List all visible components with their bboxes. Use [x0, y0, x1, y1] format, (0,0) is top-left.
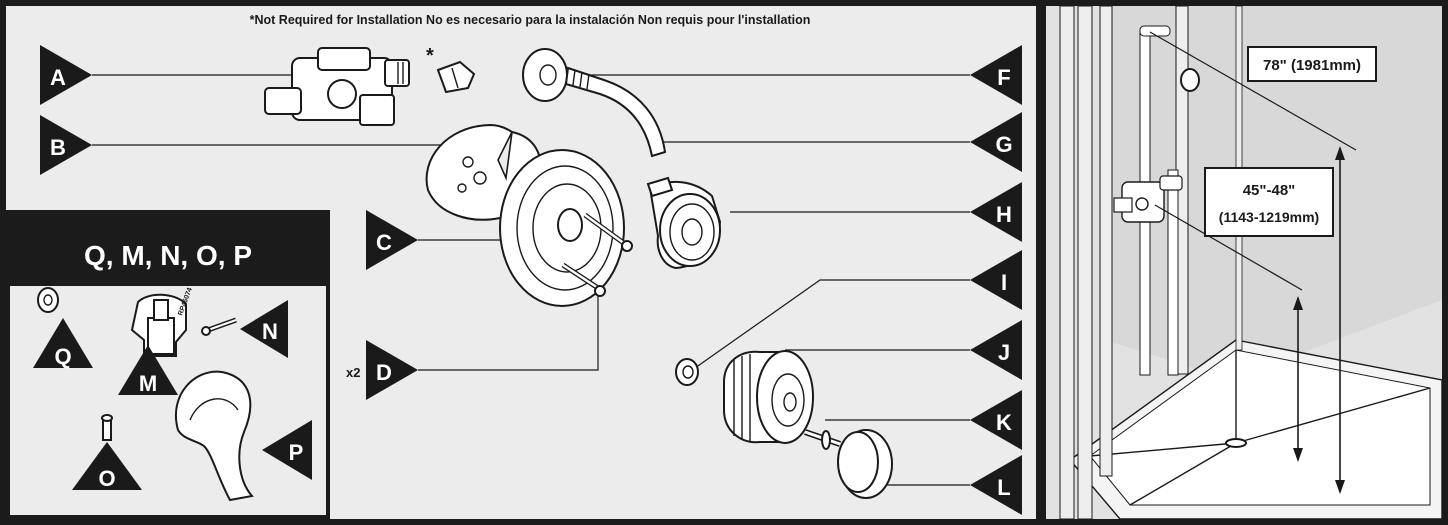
svg-text:78" (1981mm): 78" (1981mm) — [1263, 57, 1361, 74]
leader-lines — [92, 74, 970, 486]
svg-text:(1143-1219mm): (1143-1219mm) — [1219, 209, 1319, 225]
callout-m: M — [118, 345, 178, 396]
shower-arm-part — [564, 66, 667, 158]
handle-cap-part — [837, 429, 893, 499]
quantity-multiplier: x2 — [346, 365, 360, 380]
svg-text:B: B — [50, 135, 66, 160]
valve-body-part — [264, 47, 410, 126]
svg-text:J: J — [998, 340, 1010, 365]
handle-sleeve-part — [723, 350, 814, 444]
callout-p: P — [262, 420, 312, 480]
svg-text:H: H — [996, 202, 1012, 227]
svg-text:O: O — [98, 466, 115, 491]
lever-handle-part — [175, 370, 254, 502]
valve-height-label: 45"-48" (1143-1219mm) — [1204, 167, 1334, 237]
handle-set-screw-part — [101, 414, 113, 441]
callout-c: C — [366, 210, 418, 270]
header-note: *Not Required for Installation No es nec… — [250, 13, 811, 27]
shower-installation-view — [1059, 5, 1443, 520]
kit-box-title: Q, M, N, O, P — [84, 240, 252, 271]
svg-text:P: P — [289, 440, 304, 465]
retainer-clip-part — [37, 287, 59, 313]
svg-text:N: N — [262, 319, 278, 344]
svg-text:M: M — [139, 371, 157, 396]
svg-text:A: A — [50, 65, 66, 90]
set-screw-part — [201, 317, 237, 336]
callout-i: I — [970, 250, 1022, 310]
callout-k: K — [970, 390, 1022, 450]
callout-l: L — [970, 455, 1022, 515]
escutcheon-plate-part — [499, 149, 625, 307]
svg-text:L: L — [997, 475, 1010, 500]
callout-a: A — [40, 45, 92, 105]
not-required-asterisk: * — [426, 45, 434, 67]
svg-text:F: F — [997, 65, 1010, 90]
cap-plug-part — [436, 60, 476, 94]
handle-screw-part — [804, 429, 841, 450]
shower-flange-part — [522, 48, 568, 102]
callout-d: D — [366, 340, 418, 400]
svg-text:C: C — [376, 230, 392, 255]
svg-text:Q: Q — [54, 344, 71, 369]
svg-text:D: D — [376, 360, 392, 385]
callout-b: B — [40, 115, 92, 175]
showerhead-height-label: 78" (1981mm) — [1247, 46, 1377, 82]
callout-f: F — [970, 45, 1022, 105]
callout-o: O — [72, 442, 142, 491]
showerhead-part — [646, 176, 722, 270]
callout-h: H — [970, 182, 1022, 242]
svg-text:K: K — [996, 410, 1012, 435]
svg-text:I: I — [1001, 270, 1007, 295]
washer-part — [675, 358, 699, 386]
callout-n: N — [240, 300, 288, 358]
callout-g: G — [970, 112, 1022, 172]
screw-part — [561, 212, 633, 297]
svg-text:G: G — [995, 132, 1012, 157]
callout-q: Q — [33, 318, 93, 369]
callout-j: J — [970, 320, 1022, 380]
svg-text:45"-48": 45"-48" — [1243, 182, 1296, 199]
